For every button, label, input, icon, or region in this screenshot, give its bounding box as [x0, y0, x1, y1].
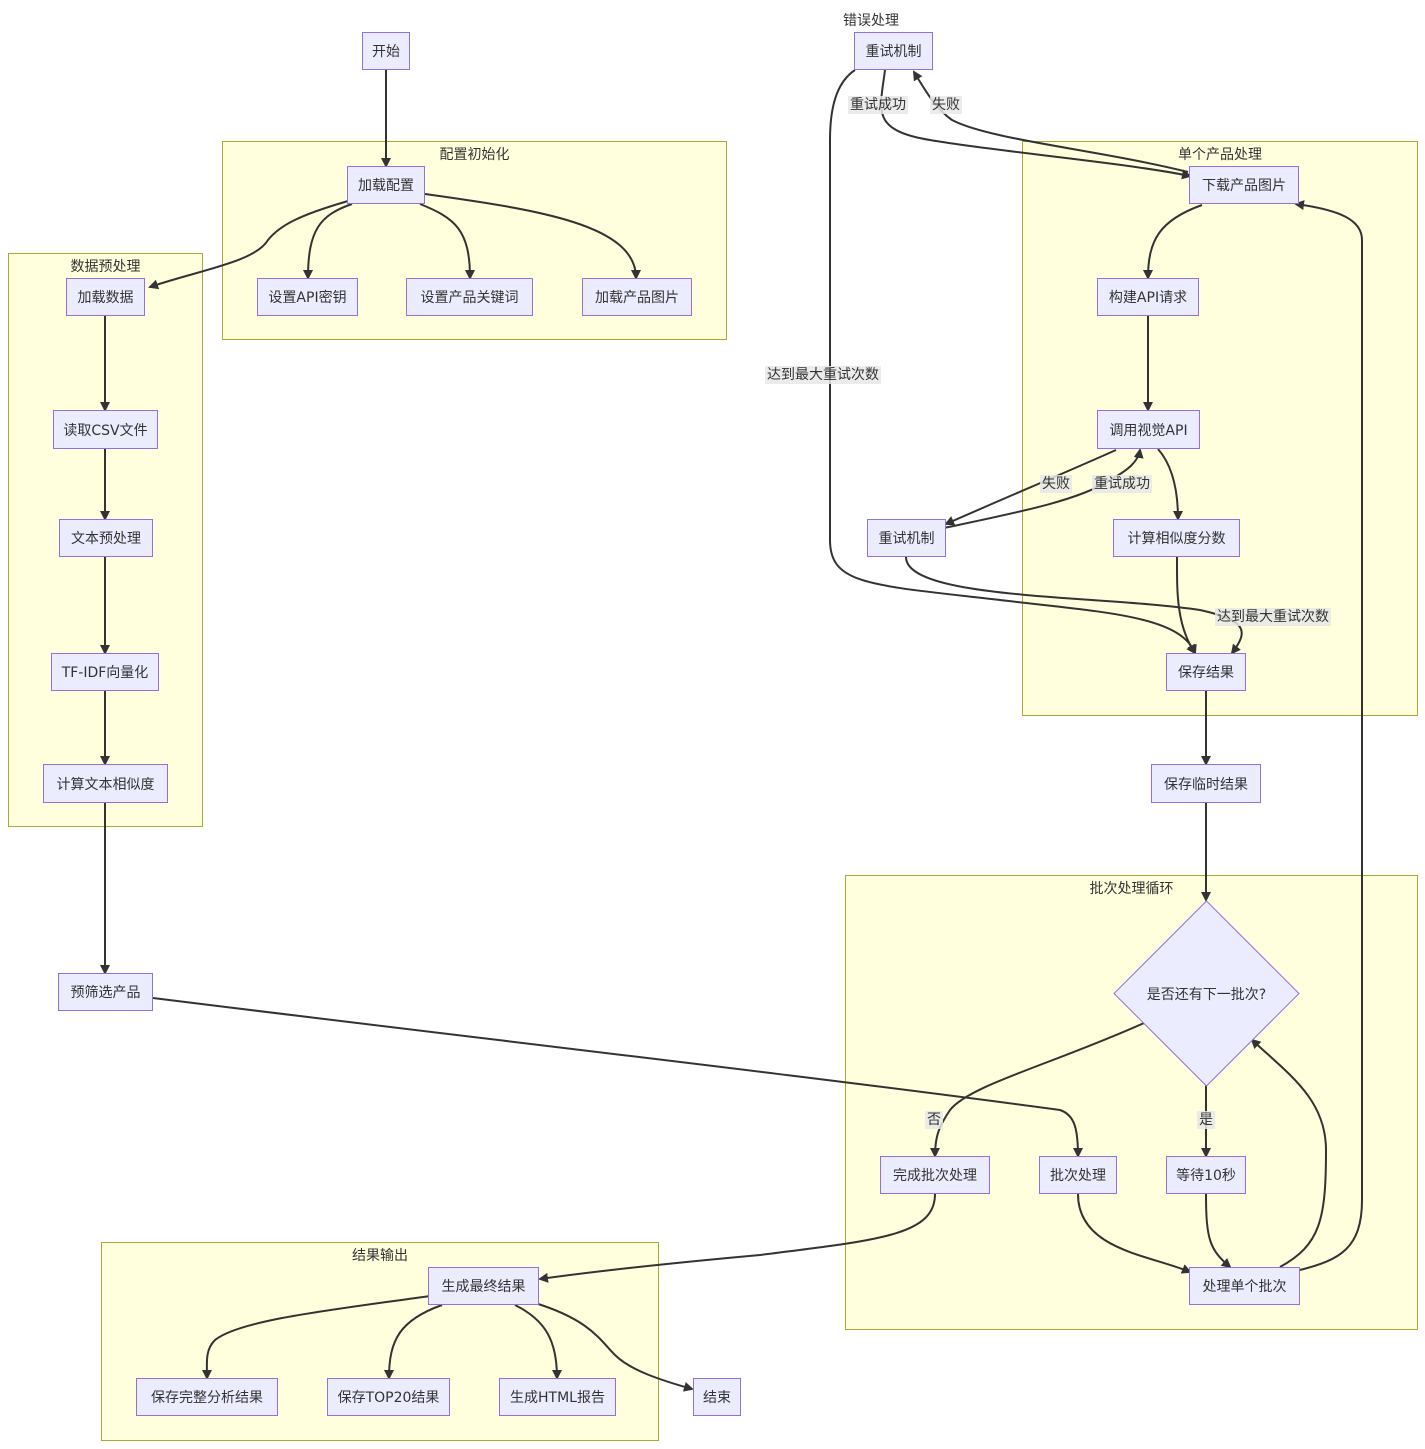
- node-load-images[interactable]: 加载产品图片: [582, 278, 692, 316]
- node-call-api[interactable]: 调用视觉API: [1097, 410, 1200, 449]
- node-read-csv[interactable]: 读取CSV文件: [53, 410, 158, 449]
- edge-decision-to-finish: [930, 1022, 1145, 1158]
- edge-label-no: 否: [925, 1111, 943, 1129]
- edge-load-config-to-api-key: [303, 203, 353, 280]
- node-text-preprocess[interactable]: 文本预处理: [59, 519, 153, 557]
- node-load-config[interactable]: 加载配置: [347, 166, 425, 204]
- node-set-api-key[interactable]: 设置API密钥: [257, 278, 358, 316]
- edge-process-to-decision: [1250, 1038, 1328, 1268]
- edge-batchproc-to-process: [1077, 1193, 1192, 1274]
- edge-label-fail-top: 失败: [930, 96, 962, 114]
- edge-retrytop-to-download: [880, 69, 1192, 180]
- edge-prefilter-to-batchproc: [152, 997, 1083, 1158]
- cluster-error-title: 错误处理: [843, 13, 899, 29]
- edge-download-to-retrytop: [912, 70, 1189, 173]
- edge-load-config-to-images: [424, 193, 641, 280]
- node-gen-final[interactable]: 生成最终结果: [428, 1267, 539, 1305]
- edge-retrymid-to-save: [905, 556, 1243, 655]
- node-save-temp[interactable]: 保存临时结果: [1151, 764, 1261, 803]
- cluster-output-title: 结果输出: [352, 1248, 408, 1264]
- edge-genfinal-to-top20: [384, 1304, 443, 1380]
- node-batch-process[interactable]: 批次处理: [1039, 1156, 1117, 1194]
- node-build-api[interactable]: 构建API请求: [1097, 278, 1199, 316]
- edge-label-max-retry-left: 达到最大重试次数: [765, 366, 881, 384]
- edge-calcscore-to-save: [1175, 556, 1197, 655]
- node-set-keywords[interactable]: 设置产品关键词: [406, 278, 533, 316]
- cluster-batch-loop: 批次处理循环: [845, 875, 1418, 1330]
- cluster-preprocess-title: 数据预处理: [70, 259, 141, 275]
- cluster-single-product-title: 单个产品处理: [1178, 147, 1262, 163]
- edge-download-to-build: [1143, 204, 1203, 280]
- edge-genfinal-to-end: [534, 1302, 694, 1392]
- edge-label-yes: 是: [1197, 1111, 1215, 1129]
- edge-process-to-download: [1294, 200, 1363, 1271]
- node-text-similarity[interactable]: 计算文本相似度: [43, 764, 168, 803]
- node-has-next-batch[interactable]: 是否还有下一批次?: [1146, 986, 1267, 1003]
- node-gen-html[interactable]: 生成HTML报告: [499, 1378, 616, 1416]
- edge-load-config-to-load-data: [148, 200, 349, 290]
- edge-load-config-to-keywords: [419, 203, 475, 280]
- edge-label-retry-success-mid: 重试成功: [1092, 475, 1152, 493]
- edge-finish-to-genfinal: [538, 1193, 936, 1283]
- node-prefilter[interactable]: 预筛选产品: [58, 973, 153, 1011]
- cluster-config-title: 配置初始化: [439, 147, 510, 163]
- node-end[interactable]: 结束: [693, 1378, 741, 1416]
- node-tfidf[interactable]: TF-IDF向量化: [51, 653, 159, 691]
- edge-call-to-calcscore: [1157, 448, 1183, 521]
- node-finish-batch[interactable]: 完成批次处理: [880, 1156, 990, 1194]
- edge-wait-to-process: [1205, 1193, 1232, 1269]
- node-retry-top[interactable]: 重试机制: [854, 32, 933, 70]
- node-save-top20[interactable]: 保存TOP20结果: [327, 1378, 450, 1416]
- edge-label-fail-mid: 失败: [1040, 475, 1072, 493]
- edge-label-max-retry-right: 达到最大重试次数: [1215, 608, 1331, 626]
- edge-label-retry-success-top: 重试成功: [848, 96, 908, 114]
- edge-genfinal-to-savefull: [201, 1295, 431, 1380]
- edge-retrytop-to-save: [829, 69, 1197, 655]
- node-wait-10s[interactable]: 等待10秒: [1166, 1156, 1246, 1194]
- decision-diamond-shape: [1113, 900, 1300, 1087]
- node-retry-mid[interactable]: 重试机制: [867, 519, 946, 557]
- node-calc-score[interactable]: 计算相似度分数: [1113, 519, 1240, 557]
- node-download-image[interactable]: 下载产品图片: [1189, 166, 1299, 204]
- node-save-result[interactable]: 保存结果: [1166, 653, 1246, 691]
- edge-genfinal-to-html: [514, 1304, 562, 1380]
- node-start[interactable]: 开始: [362, 32, 410, 70]
- node-load-data[interactable]: 加载数据: [66, 278, 145, 316]
- node-process-batch[interactable]: 处理单个批次: [1189, 1267, 1300, 1305]
- node-save-full[interactable]: 保存完整分析结果: [136, 1378, 278, 1416]
- edge-call-to-retrymid: [944, 449, 1117, 526]
- cluster-batch-loop-title: 批次处理循环: [1089, 881, 1174, 897]
